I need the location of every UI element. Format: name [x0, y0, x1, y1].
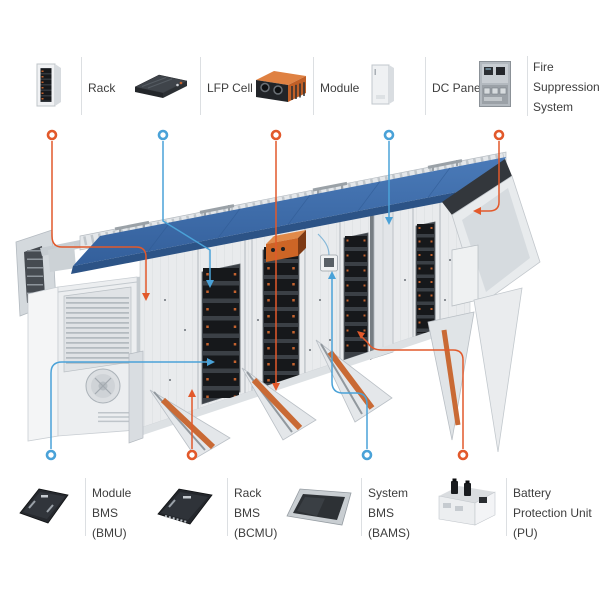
system-display-panel [317, 233, 338, 272]
callout-dot-rack [46, 129, 58, 141]
legend-divider [425, 57, 426, 115]
battery-protection-unit-icon [438, 478, 496, 526]
legend-divider [527, 56, 528, 116]
legend-label-battery-protection-unit: Battery Protection Unit (PU) [513, 486, 592, 540]
legend-label-module-bms: Module BMS (BMU) [92, 486, 132, 540]
callout-battery-protection-unit [357, 331, 469, 461]
dc-panel-icon [371, 64, 394, 105]
callout-dot-lfp-cell [157, 129, 169, 141]
module-icon [256, 71, 306, 102]
legend-divider [200, 57, 201, 115]
callout-rack-bms [186, 389, 198, 461]
container-base-rail [140, 318, 470, 436]
roof-brackets [114, 159, 463, 233]
legend-divider [313, 57, 314, 115]
legend-label-system-bms: System BMS (BAMS) [368, 486, 410, 540]
callout-dot-battery-protection-unit [457, 449, 469, 461]
hvac-unit [27, 276, 146, 442]
legend-divider [227, 478, 228, 536]
callout-module-bms [45, 358, 215, 461]
dc-panel-cabinet [370, 210, 394, 360]
battery-module [266, 230, 306, 262]
lfp-cell-icon [134, 74, 188, 98]
callout-module [270, 129, 282, 391]
legend-divider [361, 478, 362, 536]
callout-dot-system-bms [361, 449, 373, 461]
rack-icon [36, 63, 61, 107]
container-roof [71, 157, 506, 274]
support-post [128, 350, 144, 444]
legend-label-lfp-cell: LFP Cell [207, 81, 253, 95]
callout-dc-panel [383, 129, 395, 225]
legend-label-dc-panel: DC Panel [432, 81, 484, 95]
legend-divider [85, 478, 86, 536]
callout-lfp-cell [157, 129, 214, 288]
fire-suppression-icon [479, 61, 511, 107]
rack-bms-icon [157, 488, 213, 525]
slide-ramp-3 [315, 339, 393, 423]
module-stack-3 [343, 232, 369, 361]
callout-dot-rack-bms [186, 449, 198, 461]
module-stack-1 [201, 263, 241, 405]
callout-fire-suppression [473, 129, 505, 215]
legend-label-rack-bms: Rack BMS (BCMU) [234, 486, 278, 540]
module-bms-icon [19, 488, 69, 524]
legend-label-rack: Rack [88, 81, 116, 95]
callout-dot-module [270, 129, 282, 141]
callout-rack [46, 129, 150, 301]
legend-label-module: Module [320, 81, 360, 95]
module-stack-4 [415, 221, 436, 337]
legend-divider [81, 57, 82, 115]
callout-dot-fire-suppression [493, 129, 505, 141]
callout-system-bms [328, 271, 373, 461]
module-stack-2 [262, 242, 300, 389]
legend-label-fire-suppression: Fire Suppression System [533, 60, 600, 114]
legend-divider [506, 478, 507, 536]
slide-ramp-2 [241, 367, 317, 441]
system-bms-icon [286, 488, 352, 526]
callout-dot-module-bms [45, 449, 57, 461]
slide-ramp-1 [149, 389, 231, 459]
callout-dot-dc-panel [383, 129, 395, 141]
